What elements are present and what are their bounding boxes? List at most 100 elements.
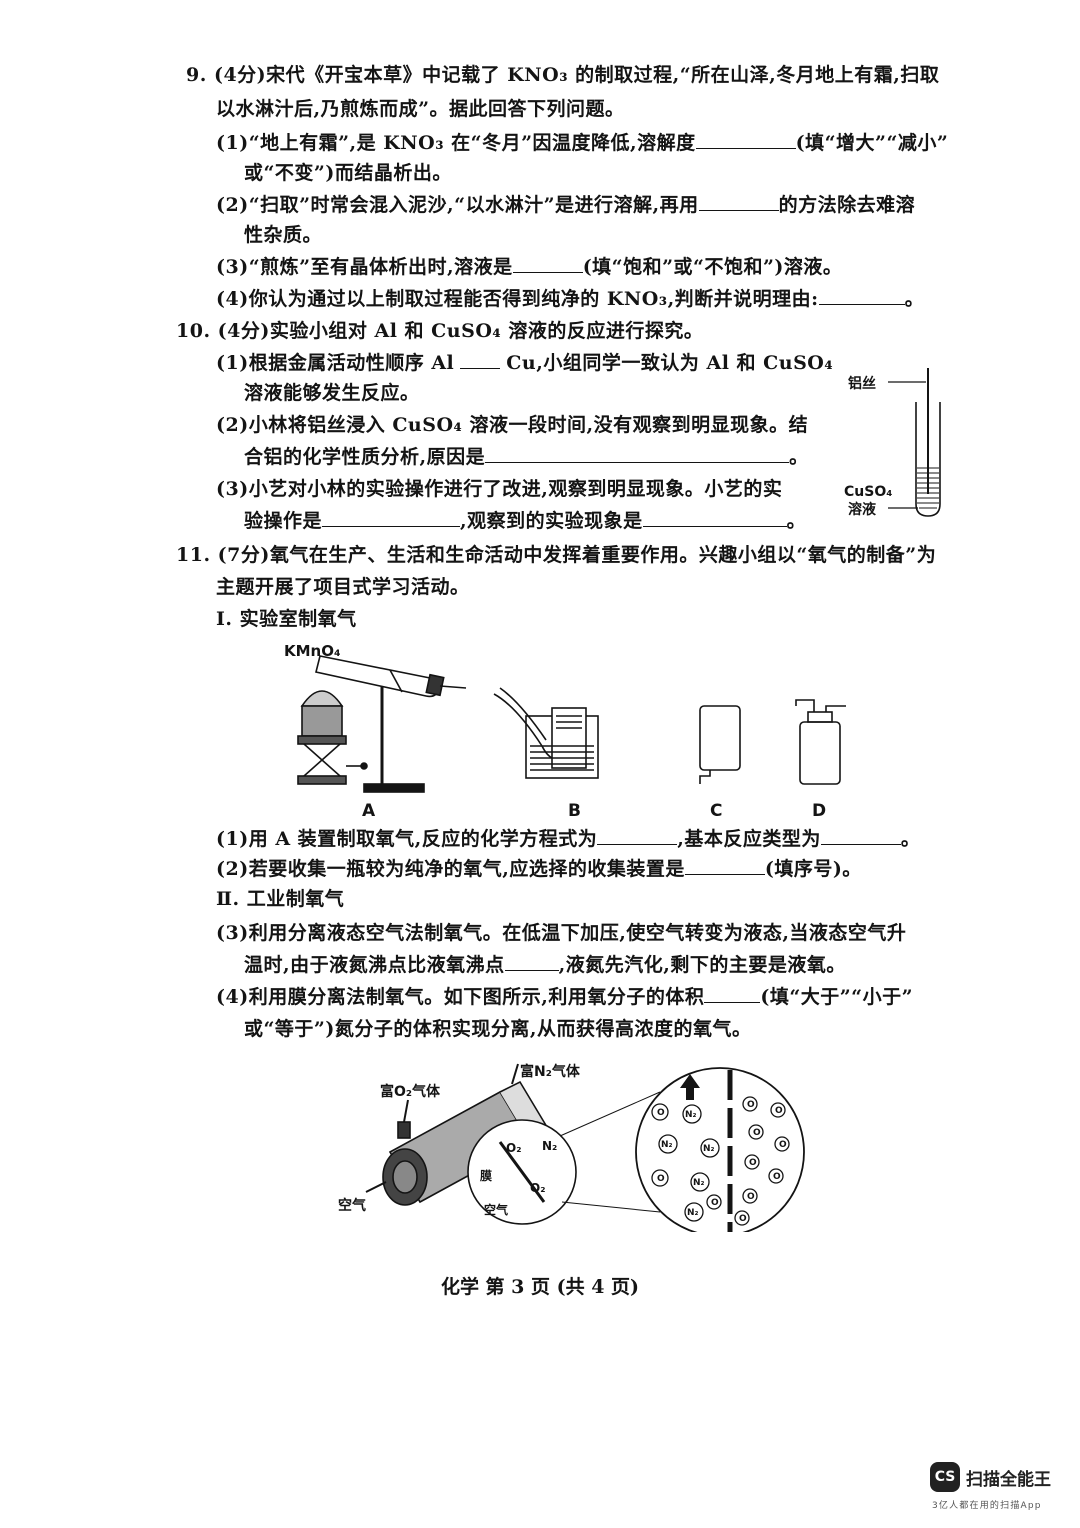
answer-blank[interactable] bbox=[512, 254, 583, 273]
camscanner-logo-icon: CS bbox=[930, 1462, 960, 1492]
answer-blank[interactable] bbox=[504, 952, 559, 971]
q10-part3-cont: 验操作是,观察到的实验现象是。 bbox=[244, 508, 806, 534]
q9-stem-line1: 9. (4分)宋代《开宝本草》中记载了 KNO₃ 的制取过程,“所在山泽,冬月地… bbox=[186, 64, 940, 86]
q9-part2-cont: 性杂质。 bbox=[244, 224, 323, 246]
answer-blank[interactable] bbox=[818, 286, 905, 305]
aluminum-wire-label: 铝丝 bbox=[848, 375, 876, 392]
q10-part1: (1)根据金属活动性顺序 Al Cu,小组同学一致认为 Al 和 CuSO₄ bbox=[216, 350, 833, 376]
cuso4-label: CuSO₄ bbox=[844, 484, 892, 500]
q9-part4-end: 。 bbox=[904, 288, 925, 310]
q11-part2-text: (2)若要收集一瓶较为纯净的氧气,应选择的收集装置是 bbox=[216, 858, 685, 880]
q9-part1-cont: 或“不变”)而结晶析出。 bbox=[244, 162, 452, 184]
q9-part1-text: (1)“地上有霜”,是 KNO₃ 在“冬月”因温度降低,溶解度 bbox=[216, 132, 696, 154]
apparatus-c bbox=[699, 705, 741, 784]
n2-molecule: N₂ bbox=[661, 1140, 673, 1150]
answer-blank[interactable] bbox=[322, 508, 461, 527]
q10-part2-text: 合铝的化学性质分析,原因是 bbox=[244, 446, 486, 468]
n2-molecule: N₂ bbox=[685, 1110, 697, 1120]
q10-part1-text: (1)根据金属活动性顺序 Al bbox=[216, 352, 455, 374]
q10-part2: (2)小林将铝丝浸入 CuSO₄ 溶液一段时间,没有观察到明显现象。结 bbox=[216, 414, 809, 436]
q10-part3-text: 验操作是 bbox=[244, 510, 323, 532]
o-molecule: O bbox=[747, 1192, 755, 1202]
label-c: C bbox=[710, 801, 722, 821]
q11-part3-cont: 温时,由于液氮沸点比液氧沸点,液氮先汽化,剩下的主要是液氧。 bbox=[244, 952, 846, 978]
q11-part4: (4)利用膜分离法制氧气。如下图所示,利用氧分子的体积 (填“大于”“小于” bbox=[216, 984, 913, 1010]
answer-blank[interactable] bbox=[698, 192, 779, 211]
label-a: A bbox=[362, 801, 376, 821]
q9-part3-text: (3)“煎炼”至有晶体析出时,溶液是 bbox=[216, 256, 513, 278]
kmno4-label: KMnO₄ bbox=[284, 642, 341, 660]
q10-part1-text-b: Cu,小组同学一致认为 Al 和 CuSO₄ bbox=[506, 352, 834, 374]
solution-lines bbox=[917, 467, 939, 509]
answer-blank[interactable] bbox=[820, 826, 901, 845]
q9-stem-line2: 以水淋汁后,乃煎炼而成”。据此回答下列问题。 bbox=[216, 98, 625, 120]
apparatus-a bbox=[297, 655, 467, 793]
q10-part3: (3)小艺对小林的实验操作进行了改进,观察到明显现象。小艺的实 bbox=[216, 478, 783, 500]
molecule-circle: O N₂ N₂ N₂ O N₂ N₂ O O O O O O O O O bbox=[635, 1067, 805, 1232]
label-d: D bbox=[812, 801, 826, 821]
q11-part1-end: 。 bbox=[900, 828, 921, 850]
q9-part4: (4)你认为通过以上制取过程能否得到纯净的 KNO₃,判断并说明理由: 。 bbox=[216, 286, 924, 312]
o-molecule: O bbox=[657, 1174, 665, 1184]
q10-part3-end: 。 bbox=[786, 510, 807, 532]
membrane-label: 膜 bbox=[480, 1168, 492, 1183]
n2-small-label: N₂ bbox=[542, 1139, 557, 1153]
n2-arrow bbox=[511, 1063, 519, 1085]
q10-part1-cont: 溶液能够发生反应。 bbox=[244, 382, 420, 404]
q9-part3-hint: (填“饱和”或“不饱和”)溶液。 bbox=[582, 256, 843, 278]
o-molecule: O bbox=[773, 1172, 781, 1182]
o2-small-label: O₂ bbox=[506, 1141, 521, 1155]
q11-part4-cont: 或“等于”)氮分子的体积实现分离,从而获得高浓度的氧气。 bbox=[244, 1018, 752, 1040]
o-molecule: O bbox=[753, 1128, 761, 1138]
q9-part2: (2)“扫取”时常会混入泥沙,“以水淋汁”是进行溶解,再用 的方法除去难溶 bbox=[216, 192, 915, 218]
rich-o2-label: 富O₂气体 bbox=[380, 1083, 441, 1100]
o-molecule: O bbox=[775, 1106, 783, 1116]
watermark-name: 扫描全能王 bbox=[966, 1470, 1051, 1490]
q10-stem: 10. (4分)实验小组对 Al 和 CuSO₄ 溶液的反应进行探究。 bbox=[176, 320, 704, 342]
air-small-label: 空气 bbox=[484, 1202, 508, 1217]
n2-molecule: N₂ bbox=[703, 1144, 715, 1154]
q10-part2-end: 。 bbox=[789, 446, 809, 468]
q11-part3: (3)利用分离液态空气法制氧气。在低温下加压,使空气转变为液态,当液态空气升 bbox=[216, 922, 907, 944]
q11-section2: Ⅱ. 工业制氧气 bbox=[216, 888, 345, 910]
o-molecule: O bbox=[747, 1100, 755, 1110]
zoom-line bbox=[559, 1091, 661, 1137]
q9-part2-text-b: 的方法除去难溶 bbox=[778, 194, 916, 216]
q11-part1: (1)用 A 装置制取氧气,反应的化学方程式为 ,基本反应类型为 。 bbox=[216, 826, 920, 852]
zoom-ellipse: O₂ N₂ 膜 O₂ 空气 bbox=[467, 1119, 577, 1225]
q9-part4-text: (4)你认为通过以上制取过程能否得到纯净的 KNO₃,判断并说明理由: bbox=[216, 288, 819, 310]
q11-section1: Ⅰ. 实验室制氧气 bbox=[216, 608, 357, 630]
answer-blank[interactable] bbox=[695, 130, 796, 149]
answer-blank[interactable] bbox=[642, 508, 787, 527]
o-molecule: O bbox=[749, 1158, 757, 1168]
o-molecule: O bbox=[739, 1214, 747, 1224]
q11-part2: (2)若要收集一瓶较为纯净的氧气,应选择的收集装置是 (填序号)。 bbox=[216, 856, 862, 882]
n2-molecule: N₂ bbox=[693, 1178, 705, 1188]
zoom-line bbox=[561, 1201, 661, 1213]
answer-blank[interactable] bbox=[460, 350, 501, 369]
q9-part1-hint: (填“增大”“减小” bbox=[795, 132, 949, 154]
o-molecule: O bbox=[711, 1198, 719, 1208]
q11-part4-text: (4)利用膜分离法制氧气。如下图所示,利用氧分子的体积 bbox=[216, 986, 705, 1008]
q11-part3-text-b: ,液氮先汽化,剩下的主要是液氧。 bbox=[558, 954, 846, 976]
air-label: 空气 bbox=[338, 1197, 366, 1214]
answer-blank[interactable] bbox=[597, 826, 678, 845]
answer-blank[interactable] bbox=[684, 856, 765, 875]
q11-part1-text: (1)用 A 装置制取氧气,反应的化学方程式为 bbox=[216, 828, 598, 850]
answer-blank[interactable] bbox=[485, 444, 790, 463]
q11-part2-hint: (填序号)。 bbox=[764, 858, 862, 880]
apparatus-d bbox=[795, 699, 846, 785]
q9-part1: (1)“地上有霜”,是 KNO₃ 在“冬月”因温度降低,溶解度 (填“增大”“减小… bbox=[216, 130, 948, 156]
q9-part2-text: (2)“扫取”时常会混入泥沙,“以水淋汁”是进行溶解,再用 bbox=[216, 194, 699, 216]
q11-stem-line1: 11. (7分)氧气在生产、生活和生命活动中发挥着重要作用。兴趣小组以“氧气的制… bbox=[176, 544, 937, 566]
test-tube-figure: 铝丝 CuSO₄ 溶液 bbox=[844, 368, 941, 518]
q11-part1-text-b: ,基本反应类型为 bbox=[677, 828, 821, 850]
answer-blank[interactable] bbox=[704, 984, 761, 1003]
q10-part2-cont: 合铝的化学性质分析,原因是 。 bbox=[244, 444, 809, 470]
o2-arrow bbox=[403, 1099, 409, 1123]
scanner-watermark: CS 扫描全能王 3亿人都在用的扫描App bbox=[930, 1462, 1070, 1522]
page-footer: 化学 第 3 页 (共 4 页) bbox=[440, 1276, 640, 1298]
o-molecule: O bbox=[779, 1140, 787, 1150]
q11-part4-hint: (填“大于”“小于” bbox=[760, 986, 914, 1008]
membrane-figure: 富O₂气体 富N₂气体 空气 O₂ N₂ 膜 O₂ 空气 O N₂ N₂ N₂ … bbox=[338, 1063, 805, 1232]
